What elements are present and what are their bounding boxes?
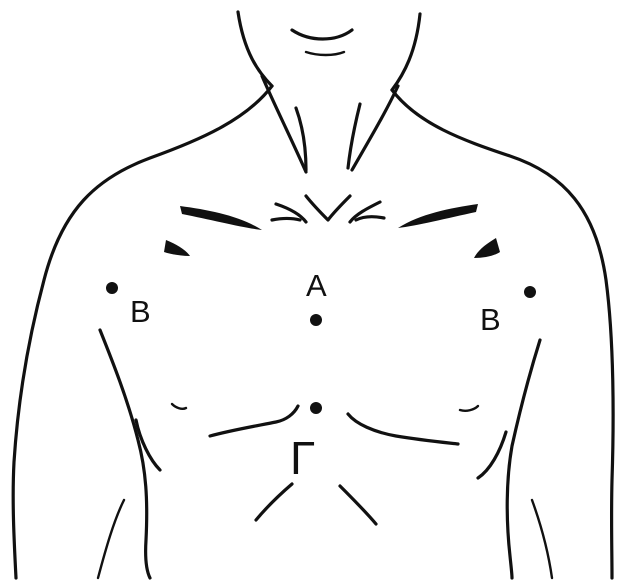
clavicle-marks — [180, 196, 478, 230]
pectoral-lines — [172, 404, 478, 444]
point-a-dot — [310, 314, 322, 326]
point-gamma-dot — [310, 402, 322, 414]
neck-outline — [238, 12, 420, 90]
label-b-left: B — [130, 294, 151, 329]
arm-inner-lines — [98, 330, 552, 578]
point-b-right-dot — [524, 286, 536, 298]
torso-outline — [13, 86, 613, 578]
shoulder-marks — [164, 238, 500, 258]
label-gamma: Γ — [290, 432, 315, 484]
neck-muscle-lines — [262, 76, 398, 172]
point-b-left-dot — [106, 282, 118, 294]
label-b-right: B — [480, 302, 501, 337]
label-a: A — [306, 268, 327, 303]
abdomen-lines — [256, 484, 376, 524]
